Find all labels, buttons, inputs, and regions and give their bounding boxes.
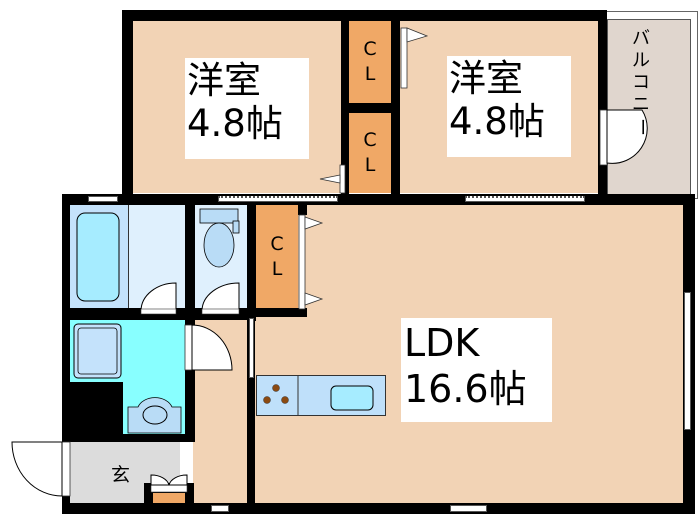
door-shoe-cabinet[interactable]	[149, 470, 191, 495]
closet-upper: C L	[349, 20, 391, 103]
entrance-label: 玄	[111, 464, 131, 486]
wall-washroom-bottom	[62, 434, 195, 442]
washroom-dark-block	[70, 382, 123, 442]
wall-top	[122, 10, 607, 21]
ldk-size: 16.6帖	[404, 367, 527, 411]
closet-lower-c: C	[363, 129, 377, 152]
window-hall-bottom[interactable]	[211, 505, 229, 512]
wall-left-lower	[62, 490, 70, 514]
wall-ldk-closet-right	[298, 205, 307, 215]
shoe-cabinet	[153, 493, 185, 503]
window-ldk-bottom[interactable]	[450, 505, 487, 512]
western-room-2-size: 4.8帖	[449, 100, 545, 143]
washing-machine-icon	[73, 323, 122, 379]
sink-icon	[330, 385, 374, 411]
closet-upper-c: C	[363, 37, 377, 60]
door-balcony[interactable]	[599, 108, 660, 168]
wall-left-bedroom	[122, 10, 133, 205]
closet-lower: C L	[349, 113, 391, 193]
door-bedroom1-closet[interactable]	[318, 164, 348, 194]
western-room-1-size: 4.8帖	[187, 102, 283, 145]
balcony-label: バ ル コ ニ ー	[631, 28, 652, 136]
door-bedroom2-closet[interactable]	[392, 24, 432, 94]
window-bath-top[interactable]	[88, 196, 118, 202]
window-bedroom1-bottom[interactable]	[218, 196, 338, 202]
window-bedroom2-bottom[interactable]	[465, 196, 585, 202]
kitchen-counter	[256, 375, 386, 416]
western-room-2-label: 洋室 4.8帖	[447, 56, 571, 157]
wall-bottom	[62, 503, 695, 514]
closet-ldk-c: C	[270, 233, 284, 256]
door-ldk-closet[interactable]	[298, 214, 328, 310]
door-entrance[interactable]	[10, 440, 72, 500]
window-ldk-right[interactable]	[684, 292, 691, 430]
door-washroom[interactable]	[184, 324, 240, 375]
western-room-1-name: 洋室	[187, 59, 261, 102]
western-room-1-label: 洋室 4.8帖	[185, 58, 309, 159]
door-toilet[interactable]	[199, 275, 244, 315]
wall-middle	[62, 194, 695, 205]
closet-upper-l: L	[364, 62, 376, 85]
door-bath[interactable]	[138, 275, 188, 315]
stove-burner-icon	[272, 384, 280, 392]
closet-lower-l: L	[364, 154, 376, 176]
wall-balcony	[598, 10, 607, 205]
wall-hall-ldk	[247, 320, 255, 514]
western-room-2-name: 洋室	[449, 57, 523, 100]
ldk-name: LDK	[404, 321, 480, 365]
balcony	[607, 19, 691, 196]
bathtub-icon	[76, 212, 120, 302]
closet-ldk-l: L	[271, 258, 283, 280]
wall-closet-divider	[341, 103, 400, 113]
wash-basin-icon	[127, 397, 182, 434]
window-hall-ldk[interactable]	[249, 318, 254, 378]
wall-ldk-closet-bottom	[247, 308, 307, 317]
wall-toilet-right	[247, 194, 256, 321]
closet-ldk: C L	[256, 205, 298, 309]
ldk-label: LDK 16.6帖	[401, 318, 552, 422]
toilet-icon	[199, 208, 240, 268]
